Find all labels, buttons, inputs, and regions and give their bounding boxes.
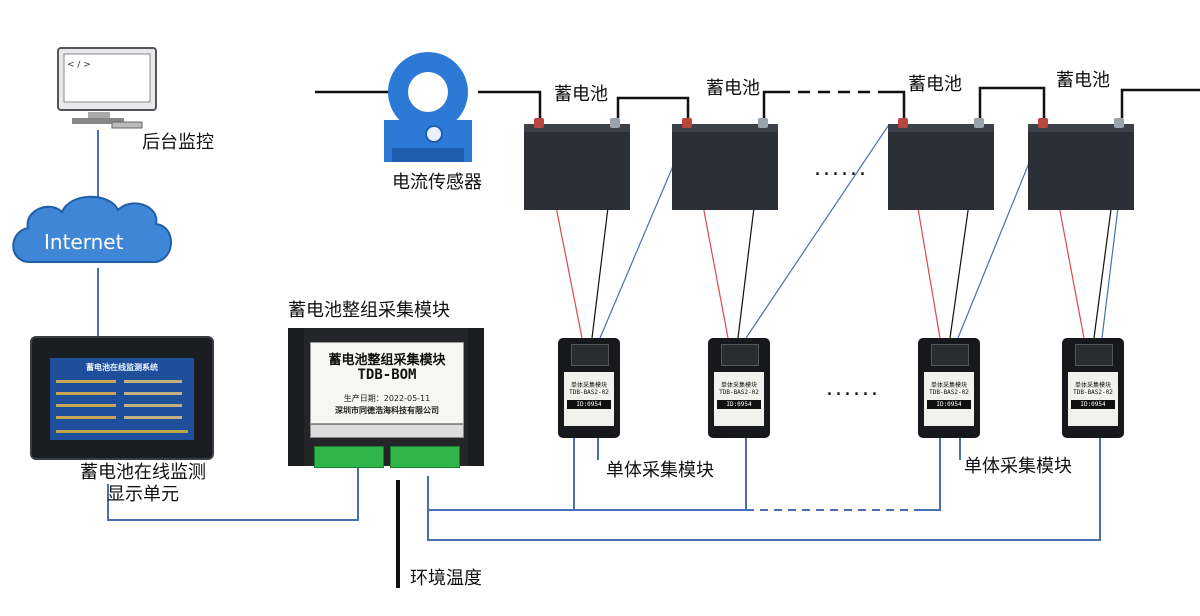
battery-label-4: 蓄电池 — [1056, 70, 1110, 91]
display-screen-title: 蓄电池在线监测系统 — [86, 363, 158, 372]
group-module-company: 深圳市同德浩海科技有限公司 — [335, 406, 439, 415]
link-display-bom — [107, 466, 359, 521]
current-sensor-icon — [384, 52, 472, 162]
display-unit: 蓄电池在线监测系统 — [30, 336, 214, 460]
ellipsis-modules: ...... — [826, 376, 880, 401]
battery-1 — [524, 118, 630, 210]
link-bat1-bat2 — [616, 96, 690, 118]
group-module-title: 蓄电池整组采集模块 — [328, 353, 446, 368]
display-unit-label-line1: 蓄电池在线监测 — [80, 462, 206, 483]
battery-2 — [672, 118, 778, 210]
group-acquisition-module: 蓄电池整组采集模块 TDB-BOM 生产日期：2022-05-11 深圳市同德浩… — [288, 328, 484, 468]
ellipsis-batteries: ...... — [814, 156, 868, 181]
group-module-nameplate: 蓄电池整组采集模块 TDB-BOM 生产日期：2022-05-11 深圳市同德浩… — [310, 342, 464, 424]
bus-outer — [427, 438, 1101, 541]
bus-inner-right — [920, 438, 941, 511]
battery-3 — [888, 118, 994, 210]
terminal-block-left — [314, 446, 384, 468]
battery-label-2: 蓄电池 — [706, 78, 760, 99]
pc-screen-code: < / > — [67, 60, 91, 70]
group-module-label: 蓄电池整组采集模块 — [288, 300, 450, 321]
display-unit-label-line2: 显示单元 — [107, 484, 179, 505]
internet-label: Internet — [44, 230, 124, 254]
display-screen: 蓄电池在线监测系统 — [50, 358, 194, 440]
group-module-model: TDB-BOM — [357, 367, 417, 383]
monitor-pc-icon — [57, 47, 157, 129]
main-line-sensor-to-bat1 — [478, 90, 542, 118]
ambient-temp-label: 环境温度 — [410, 568, 482, 589]
terminal-block-right — [390, 446, 460, 468]
backend-label: 后台监控 — [142, 132, 214, 153]
current-sensor-label: 电流传感器 — [392, 172, 482, 193]
battery-4 — [1028, 118, 1134, 210]
link-bat3-bat4 — [978, 86, 1046, 118]
main-line-out — [1120, 88, 1200, 118]
internet-cloud-icon — [12, 195, 172, 263]
group-module-date: 生产日期：2022-05-11 — [343, 394, 431, 403]
cell-module-label-2: 单体采集模块 — [964, 456, 1072, 477]
cell-module-label-1: 单体采集模块 — [606, 460, 714, 481]
battery-label-3: 蓄电池 — [908, 74, 962, 95]
battery-label-1: 蓄电池 — [554, 84, 608, 105]
